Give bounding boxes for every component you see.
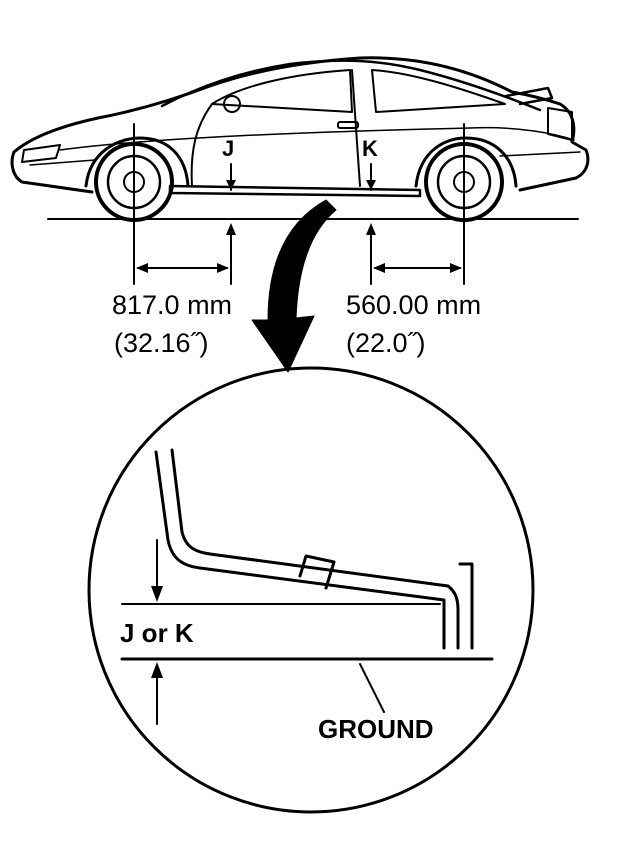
height-down-arrowhead [151,586,163,602]
rear-spoiler [506,88,552,104]
front-measure-imperial: (32.16˝) [114,328,209,358]
rear-wheel [416,138,516,220]
reference-post [460,564,472,648]
front-dim-arrow-left [136,263,148,273]
rear-measure-metric: 560.00 mm [346,290,482,320]
car-rear-window [372,70,505,112]
car-door-line [192,70,360,186]
rocker-panel [170,186,420,196]
height-label: J or K [120,618,194,648]
rear-dim-arrow-right [450,263,462,273]
j-up-arrow [226,223,236,235]
front-measure-metric: 817.0 mm [112,290,233,320]
detail-magnifier [89,368,533,812]
marker-k-label: K [362,136,378,161]
height-arrowheads [151,586,163,678]
car-body-outline [12,58,588,192]
pointer-arrow-shaft [252,200,336,372]
front-dim-arrow-right [217,263,229,273]
front-wheel [86,138,188,220]
jack-pad [300,556,334,588]
headlight [22,145,60,162]
rocker-profile-outer [156,452,444,648]
car-side-window [212,70,352,112]
detail-circle [89,368,533,812]
side-mirror [224,96,240,112]
taillight [548,108,572,140]
car-roof [162,61,540,110]
detail-pointer-arrow [252,200,336,372]
dimension-lines [134,124,464,284]
car-side-view [12,58,588,220]
ground-label: GROUND [318,714,434,744]
j-marker-arrow [226,180,236,190]
height-up-arrowhead [151,662,163,678]
ground-leader-line [360,664,384,712]
dimension-arrowheads [136,180,462,273]
k-marker-arrow [366,180,376,190]
rear-dim-arrow-left [373,263,385,273]
rear-measure-imperial: (22.0˝) [346,328,426,358]
rear-wheel-arch [416,138,516,186]
front-wheel-arch [86,138,188,186]
marker-j-label: J [222,136,235,161]
rocker-profile-inner [172,450,458,648]
k-up-arrow [366,223,376,235]
door-handle [338,122,358,128]
